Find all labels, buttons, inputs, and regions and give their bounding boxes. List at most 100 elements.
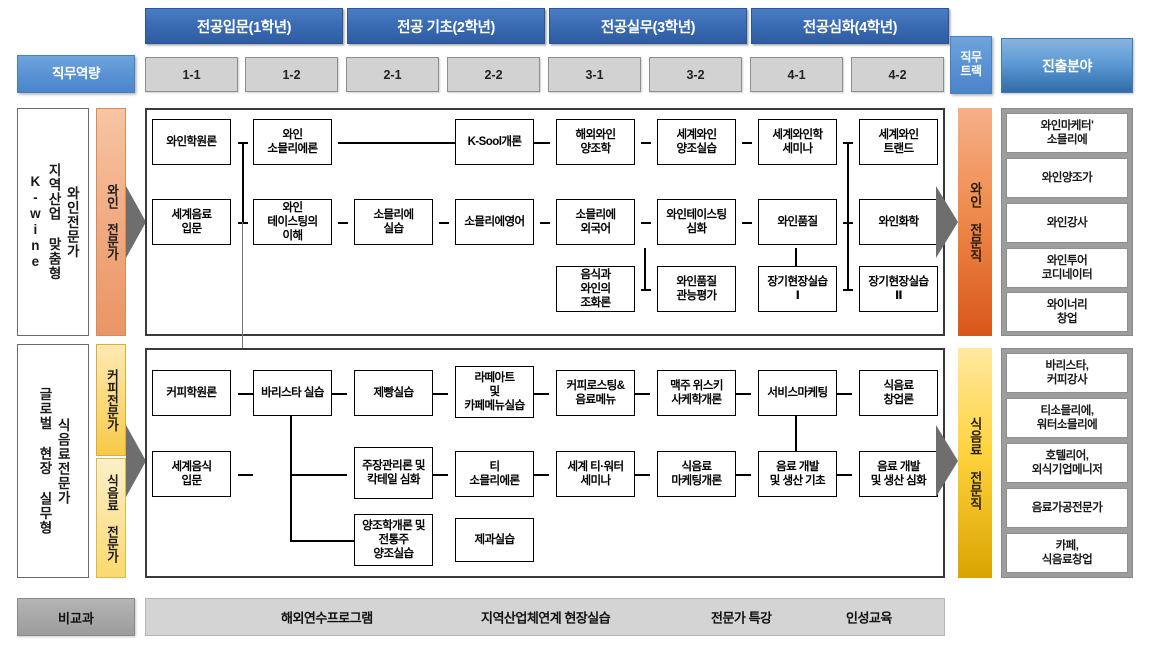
course-box[interactable]: 식음료 마케팅개론 xyxy=(657,451,736,497)
course-box[interactable]: 음식과 와인의 조화론 xyxy=(556,266,635,312)
course-box[interactable]: 커피학원론 xyxy=(152,370,231,416)
course-box[interactable]: 와인품질 관능평가 xyxy=(657,266,736,312)
course-box[interactable]: 티 소믈리에론 xyxy=(455,451,534,497)
course-box[interactable]: 주장관리론 및 칵테일 심화 xyxy=(354,447,433,499)
wine-conn-v3 xyxy=(847,142,849,290)
bev-conn-h1 xyxy=(238,393,253,395)
course-box[interactable]: 서비스마케팅 xyxy=(758,370,837,416)
bev-conn-h5 xyxy=(534,393,549,395)
course-box[interactable]: 와인화학 xyxy=(859,199,938,245)
bev-conn-h16 xyxy=(290,540,347,542)
outcome-box[interactable]: 와이너리 창업 xyxy=(1006,292,1128,332)
beverage-side-title: 식음료전문가 글로벌 현장 실무형 xyxy=(37,387,71,535)
job-track-header: 직무 트랙 xyxy=(950,36,992,94)
bev-conn-h7 xyxy=(736,393,751,395)
course-box[interactable]: 제빵실습 xyxy=(354,370,433,416)
course-box[interactable]: K-Sool개론 xyxy=(455,119,534,165)
wine-conn-v1 xyxy=(644,248,646,290)
wine-arrow-icon xyxy=(126,186,146,258)
footer-item[interactable]: 전문가 특강 xyxy=(711,610,772,626)
outcome-box[interactable]: 티소믈리에, 워터소믈리에 xyxy=(1006,398,1128,438)
beverage-job-track-bar: 식음료 전문직 xyxy=(958,348,992,578)
course-box[interactable]: 세계음식 입문 xyxy=(152,451,231,497)
footer-bar: 해외연수프로그램 지역산업체연계 현장실습 전문가 특강 인성교육 xyxy=(145,598,945,636)
course-box[interactable]: 소믈리에 외국어 xyxy=(556,199,635,245)
bev-conn-h9 xyxy=(433,474,448,476)
course-box[interactable]: 세계와인 양조실습 xyxy=(657,119,736,165)
field-header: 진출분야 xyxy=(1001,38,1133,93)
course-box[interactable]: 와인테이스팅 심화 xyxy=(657,199,736,245)
outcome-box[interactable]: 호텔리어, 외식기업메니저 xyxy=(1006,443,1128,483)
course-box[interactable]: 와인 테이스팅의 이해 xyxy=(253,199,332,245)
course-box[interactable]: 바리스타 실습 xyxy=(253,370,332,416)
wine-conn-h8 xyxy=(338,222,348,224)
beverage-side-title-box: 식음료전문가 글로벌 현장 실무형 xyxy=(17,344,89,578)
semester-4-1: 4-1 xyxy=(750,57,843,92)
footer-item[interactable]: 해외연수프로그램 xyxy=(281,610,373,626)
course-box[interactable]: 세계와인 트랜드 xyxy=(859,119,938,165)
semester-1-1: 1-1 xyxy=(145,57,238,92)
competency-label: 직무역량 xyxy=(17,55,135,93)
course-box[interactable]: 장기현장실습 Ⅰ xyxy=(758,266,837,312)
wine-competency-band-label: 와인 전문가 xyxy=(104,183,119,261)
outcome-box[interactable]: 카페, 식음료창업 xyxy=(1006,533,1128,573)
course-box[interactable]: 맥주 위스키 사케학개론 xyxy=(657,370,736,416)
footer-item[interactable]: 지역산업체연계 현장실습 xyxy=(481,610,611,626)
course-box[interactable]: 세계 티·워터 세미나 xyxy=(556,451,635,497)
semester-3-2: 3-2 xyxy=(649,57,742,92)
bev-conn-h3 xyxy=(332,393,347,395)
coffee-competency-band: 커피전문가 xyxy=(96,344,126,456)
coffee-competency-band-label: 커피전문가 xyxy=(104,368,119,432)
wine-conn-h9 xyxy=(439,222,449,224)
bev-conn-h11 xyxy=(635,474,650,476)
phase-bar-2: 전공 기초(2학년) xyxy=(347,8,545,44)
footer-item[interactable]: 인성교육 xyxy=(846,610,892,626)
wine-conn-h12 xyxy=(742,222,752,224)
semester-2-2: 2-2 xyxy=(447,57,540,92)
course-box[interactable]: 소믈리에영어 xyxy=(455,199,534,245)
course-box[interactable]: 양조학개론 및 전통주 양조실습 xyxy=(354,514,433,566)
bev-conn-h8 xyxy=(837,393,852,395)
outcome-box[interactable]: 와인강사 xyxy=(1006,203,1128,243)
wine-conn-h4 xyxy=(641,142,651,144)
wine-to-coffee-trunk xyxy=(242,222,244,454)
course-box[interactable]: 음료 개발 및 생산 기초 xyxy=(758,451,837,497)
course-box[interactable]: 세계음료 입문 xyxy=(152,199,231,245)
course-box[interactable]: 음료 개발 및 생산 심화 xyxy=(859,451,938,497)
wine-side-title: 와인전문가 지역산업 맞춤형 K-wine xyxy=(27,163,80,281)
course-box[interactable]: 소믈리에 실습 xyxy=(354,199,433,245)
semester-3-1: 3-1 xyxy=(548,57,641,92)
course-box[interactable]: 라떼아트 및 카페메뉴실습 xyxy=(455,366,534,418)
wine-job-track-label: 와인 전문직 xyxy=(967,182,983,262)
course-box[interactable]: 장기현장실습 Ⅱ xyxy=(859,266,938,312)
course-box[interactable]: 제과실습 xyxy=(455,518,534,562)
course-box[interactable]: 와인품질 xyxy=(758,199,837,245)
bev-conn-h2 xyxy=(238,474,253,476)
bev-conn-h10 xyxy=(534,474,549,476)
course-box[interactable]: 세계와인학 세미나 xyxy=(758,119,837,165)
course-box[interactable]: 커피로스팅& 음료메뉴 xyxy=(556,370,635,416)
outcome-box[interactable]: 와인양조가 xyxy=(1006,158,1128,198)
bev-conn-h12 xyxy=(736,474,751,476)
phase-bar-1: 전공입문(1학년) xyxy=(145,8,343,44)
bev-conn-h6 xyxy=(635,393,650,395)
wine-conn-h6 xyxy=(742,142,752,144)
course-box[interactable]: 해외와인 양조학 xyxy=(556,119,635,165)
wine-track-arrow-icon xyxy=(936,186,958,258)
outcome-box[interactable]: 음료가공전문가 xyxy=(1006,488,1128,528)
beverage-competency-band-label: 식음료 전문가 xyxy=(104,473,119,563)
bev-conn-h4 xyxy=(433,393,448,395)
course-box[interactable]: 식음료 창업론 xyxy=(859,370,938,416)
phase-bar-3: 전공실무(3학년) xyxy=(549,8,747,44)
wine-side-title-box: 와인전문가 지역산업 맞춤형 K-wine xyxy=(17,108,89,336)
wine-conn-v-trunk xyxy=(242,142,244,223)
outcome-box[interactable]: 바리스타, 커피강사 xyxy=(1006,353,1128,393)
beverage-track-arrow-icon xyxy=(936,425,958,497)
outcome-box[interactable]: 와인투어 코디네이터 xyxy=(1006,248,1128,288)
phase-bar-4: 전공심화(4학년) xyxy=(751,8,949,44)
outcome-box[interactable]: 와인마케터' 소믈리에 xyxy=(1006,113,1128,153)
semester-1-2: 1-2 xyxy=(245,57,338,92)
course-box[interactable]: 와인학원론 xyxy=(152,119,231,165)
beverage-job-track-label: 식음료 전문직 xyxy=(967,416,983,510)
course-box[interactable]: 와인 소믈리에론 xyxy=(253,119,332,165)
